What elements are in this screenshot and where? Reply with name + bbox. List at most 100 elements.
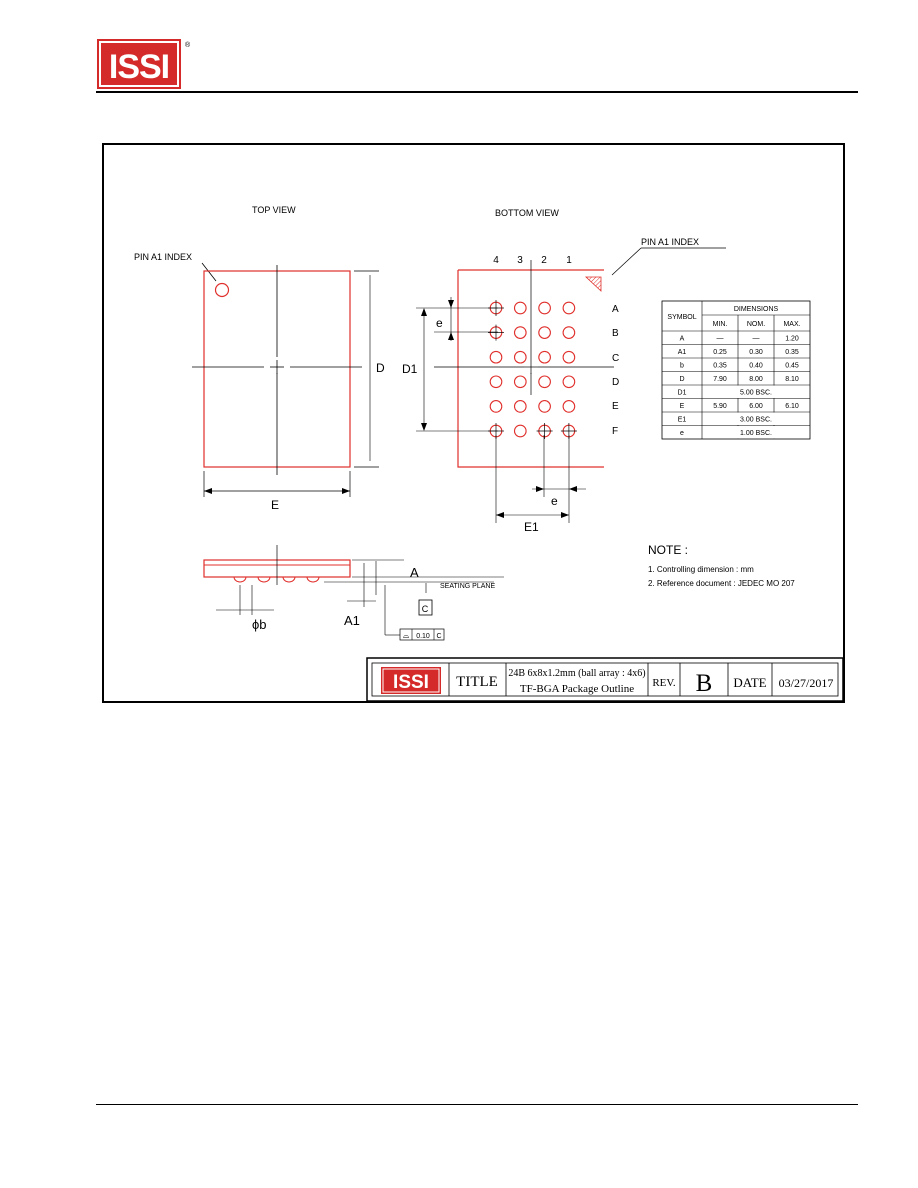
footer-rule — [96, 1104, 858, 1105]
package-drawing: TOP VIEW PIN A1 INDEX D E BOTTOM VIEW PI… — [134, 205, 843, 701]
table-subheader-max: MAX. — [783, 321, 800, 328]
column-labels: 4 3 2 1 — [493, 255, 572, 266]
row-label: E — [612, 401, 619, 412]
pin-a1-index-bottom-label: PIN A1 INDEX — [641, 237, 699, 247]
dim-d-label: D — [376, 361, 385, 375]
table-cell-nom: 0.40 — [749, 363, 763, 370]
table-cell-max: 1.20 — [785, 336, 799, 343]
solder-ball — [538, 375, 551, 389]
table-cell-min: 5.90 — [713, 403, 727, 410]
issi-logo: ISSI — [97, 39, 181, 89]
table-cell-nom: 8.00 — [749, 376, 763, 383]
solder-ball — [562, 375, 576, 389]
row-label: A — [612, 304, 619, 315]
table-subheader-min: MIN. — [713, 321, 728, 328]
table-header-symbol: SYMBOL — [667, 314, 696, 321]
solder-ball — [513, 350, 527, 364]
column-label: 1 — [566, 255, 572, 266]
solder-ball — [562, 400, 576, 413]
side-view-balls — [233, 576, 320, 583]
solder-ball — [489, 375, 503, 389]
table-row: E1 3.00 BSC. — [662, 411, 810, 425]
table-cell-symbol: E — [680, 403, 685, 410]
title-block-logo-text: ISSI — [393, 672, 429, 693]
logo-text: ISSI — [109, 48, 169, 86]
title-line-2: TF-BGA Package Outline — [520, 683, 634, 695]
table-header-dimensions: DIMENSIONS — [734, 306, 779, 313]
table-cell-min: — — [717, 336, 724, 343]
row-label: D — [612, 377, 619, 388]
table-cell-symbol: D1 — [678, 390, 687, 397]
pin-a1-index-top-label: PIN A1 INDEX — [134, 252, 192, 262]
span-cell-bg — [703, 412, 809, 425]
column-label: 4 — [493, 255, 499, 266]
date-value: 03/27/2017 — [779, 676, 834, 690]
tolerance-datum: C — [436, 633, 441, 640]
datum-c-label: C — [422, 604, 429, 614]
package-outline-frame: TOP VIEW PIN A1 INDEX D E BOTTOM VIEW PI… — [102, 143, 845, 703]
pin-a1-corner-mark — [584, 276, 602, 292]
table-cell-span: 5.00 BSC. — [740, 390, 772, 397]
table-cell-max: 0.35 — [785, 349, 799, 356]
tolerance-value: 0.10 — [416, 633, 430, 640]
table-row: D1 5.00 BSC. — [662, 384, 810, 398]
span-cell-bg — [703, 426, 809, 439]
solder-ball — [536, 423, 553, 439]
table-cell-nom: 6.00 — [749, 403, 763, 410]
table-cell-symbol: A — [680, 336, 685, 343]
table-cell-max: 8.10 — [785, 376, 799, 383]
row-label: B — [612, 328, 619, 339]
table-cell-max: 0.45 — [785, 363, 799, 370]
table-cell-symbol: b — [680, 363, 684, 370]
table-cell-symbol: e — [680, 430, 684, 437]
title-line-1: 24B 6x8x1.2mm (ball array : 4x6) — [508, 668, 645, 679]
title-label: TITLE — [456, 674, 498, 690]
dim-a1-label: A1 — [344, 613, 360, 628]
table-cell-nom: 0.30 — [749, 349, 763, 356]
table-row: A — — 1.20 — [680, 336, 799, 343]
table-row: b 0.35 0.40 0.45 — [662, 357, 810, 370]
table-cell-symbol: E1 — [678, 417, 687, 424]
tolerance-symbol: ⌓ — [403, 631, 410, 640]
dimensions-table: SYMBOL DIMENSIONS MIN. NOM. MAX. A — — 1.20… — [661, 300, 811, 440]
column-label: 3 — [517, 255, 523, 266]
dim-e-vertical-label: e — [436, 316, 443, 330]
dim-b-label: ϕb — [252, 617, 267, 632]
note-item-2: 2. Reference document : JEDEC MO 207 — [648, 579, 795, 588]
note-title: NOTE : — [648, 543, 688, 557]
dim-e-horizontal-label: e — [551, 494, 558, 508]
ball-grid — [488, 300, 577, 439]
solder-ball — [562, 301, 576, 315]
solder-ball — [538, 400, 551, 413]
solder-ball — [489, 350, 503, 364]
column-label: 2 — [541, 255, 547, 266]
solder-ball — [538, 301, 551, 315]
pin-a1-index-mark — [214, 282, 230, 298]
table-cell-min: 0.35 — [713, 363, 727, 370]
top-view-label: TOP VIEW — [252, 205, 296, 215]
header-rule — [96, 91, 858, 93]
registered-mark: ® — [185, 42, 191, 49]
table-cell-span: 3.00 BSC. — [740, 417, 772, 424]
date-label: DATE — [733, 675, 766, 690]
title-block: ISSI TITLE 24B 6x8x1.2mm (ball array : 4… — [366, 657, 843, 701]
row-labels: A B C D E F — [612, 304, 619, 437]
solder-ball — [513, 301, 527, 315]
solder-ball — [513, 326, 527, 339]
datum-c-box — [418, 599, 433, 616]
solder-ball — [562, 350, 576, 364]
table-subheader-nom: NOM. — [747, 321, 765, 328]
solder-ball — [513, 424, 527, 438]
row-label: C — [612, 353, 619, 364]
row-label: F — [612, 426, 618, 437]
table-cell-nom: — — [753, 336, 760, 343]
span-cell-bg — [703, 385, 809, 398]
rev-value: B — [696, 670, 713, 697]
note-item-1: 1. Controlling dimension : mm — [648, 565, 754, 574]
solder-ball — [489, 400, 503, 413]
rev-label: REV. — [652, 677, 676, 689]
